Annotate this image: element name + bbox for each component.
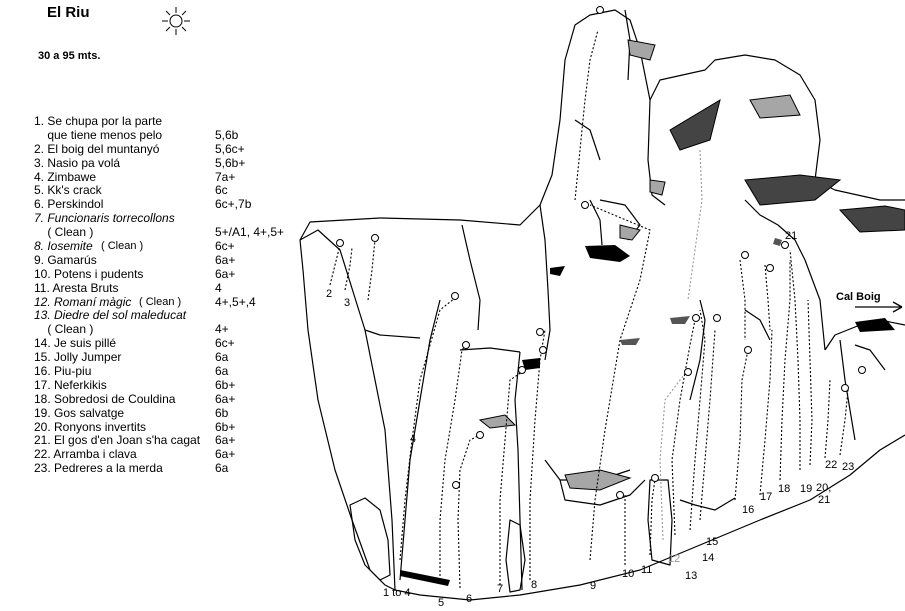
route-labels: 2 3 4 1 to 4 5 6 7 8 9 10 11 12 13 14 15… (326, 230, 881, 609)
route-line (688, 150, 702, 300)
route-line (780, 260, 790, 480)
belay-ring-icon (540, 347, 547, 354)
belay-ring-icon (452, 293, 459, 300)
route-line (735, 350, 748, 500)
route-label: 8 (531, 579, 537, 591)
route-line (368, 240, 375, 300)
route-label: 3 (344, 297, 350, 309)
belay-ring-icon (782, 242, 789, 249)
route-line (700, 330, 715, 520)
route-label: 6 (466, 593, 472, 605)
route-line (458, 435, 480, 588)
route-line (825, 380, 830, 458)
route-label: 19 (800, 483, 812, 495)
route-label: 7 (497, 583, 503, 595)
belay-ring-icon (617, 492, 624, 499)
route-label: 23 (842, 461, 854, 473)
route-label: 22 (825, 459, 837, 471)
route-label: 13 (685, 570, 697, 582)
route-label: 21 (818, 494, 830, 506)
belay-ring-icon (714, 315, 721, 322)
route-label: 1 to 4 (383, 587, 411, 599)
belay-ring-icon (597, 7, 604, 14)
belay-ring-icon (582, 202, 589, 209)
belay-ring-icon (745, 347, 752, 354)
belay-ring-icon (842, 385, 849, 392)
route-label: 20, (816, 482, 831, 494)
route-line (672, 320, 695, 535)
route-line (740, 260, 745, 340)
route-label: 10 (622, 568, 634, 580)
route-label: 16 (742, 504, 754, 516)
route-line (575, 30, 598, 200)
route-label: 14 (702, 552, 714, 564)
route-label: 12 (668, 553, 680, 565)
route-label: 11 (641, 564, 652, 576)
belay-ring-icon (859, 367, 866, 374)
belay-ring-icon (372, 235, 379, 242)
route-label: 17 (760, 491, 772, 503)
belay-ring-icon (519, 367, 526, 374)
route-label: 2 (326, 288, 332, 300)
route-line (840, 390, 848, 455)
route-label: 18 (778, 483, 790, 495)
route-line (330, 245, 340, 285)
belay-ring-icon (453, 482, 460, 489)
crag-outline (300, 230, 395, 590)
route-line (765, 265, 770, 330)
belay-ring-icon (693, 315, 700, 322)
belay-ring-icon (477, 432, 484, 439)
route-label: 4 (410, 433, 416, 445)
route-label: 15 (706, 536, 718, 548)
belay-ring-icon (652, 475, 659, 482)
route-line (808, 300, 812, 465)
crag-outline (300, 10, 905, 240)
route-label: 9 (590, 580, 596, 592)
route-line (760, 330, 772, 495)
route-line (690, 310, 705, 530)
cal-boig-label: Cal Boig (836, 291, 881, 303)
route-label: 21 (785, 230, 797, 242)
belay-ring-icon (337, 240, 344, 247)
belay-ring-icon (537, 329, 544, 336)
belay-ring-icon (767, 265, 774, 272)
route-label: 5 (438, 597, 444, 609)
cal-boig-direction (855, 302, 902, 312)
belay-ring-icon (685, 369, 692, 376)
belay-ring-icon (463, 342, 470, 349)
belay-ring-icon (742, 252, 749, 259)
route-line (790, 250, 800, 470)
